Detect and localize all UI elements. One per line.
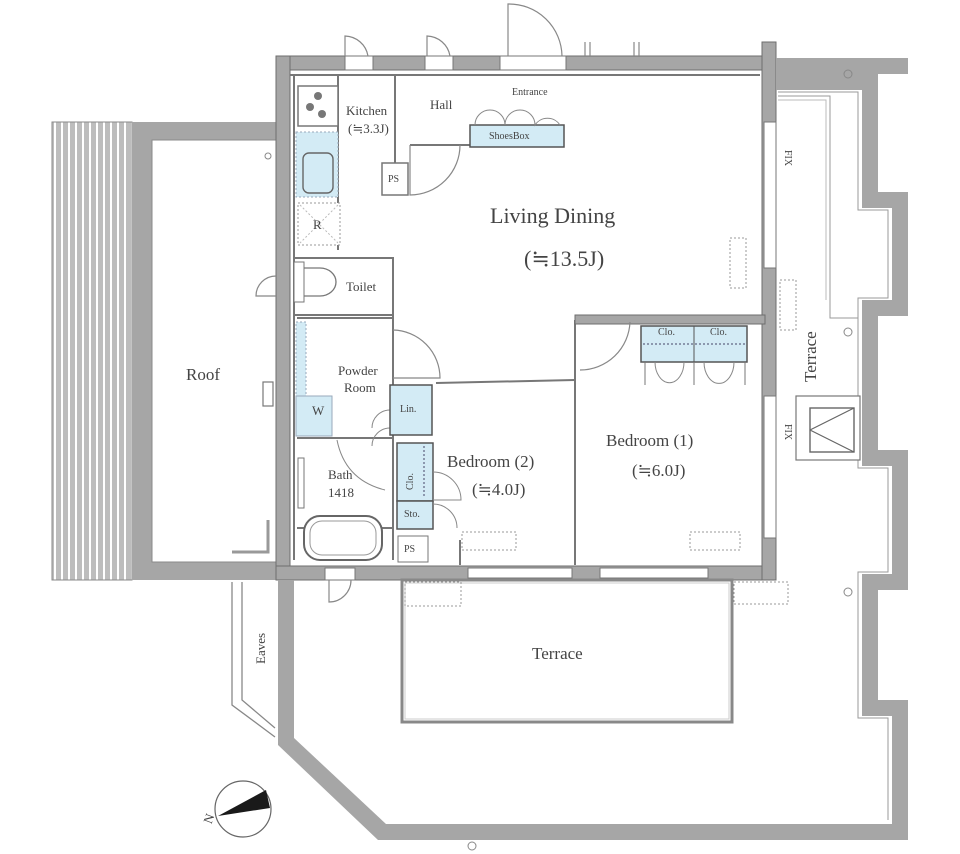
powder-room-label: Powder <box>338 363 378 378</box>
powder-room-label-2: Room <box>344 380 376 395</box>
stove-burners-icon <box>306 92 326 118</box>
roof-wall <box>132 122 282 580</box>
ps-shaft-bottom <box>397 535 429 563</box>
ps-top-label: PS <box>388 174 400 185</box>
toilet-bowl <box>304 267 337 297</box>
hall-door-swing <box>409 144 461 196</box>
bath-window-swing <box>328 579 352 603</box>
sink <box>302 152 334 194</box>
powder-door-swing <box>392 329 441 379</box>
living-dining-label: Living Dining <box>490 203 616 228</box>
bedroom2-ac <box>461 531 517 551</box>
terrace-south-label: Terrace <box>532 644 583 663</box>
south-windows <box>324 567 709 581</box>
living-dining-area: (≒13.5J) <box>524 246 605 271</box>
drain-icons <box>467 69 853 851</box>
toilet-door-swing <box>255 275 277 297</box>
shoe-box <box>469 124 565 148</box>
washer-label: W <box>312 403 325 418</box>
roof-fixture <box>262 381 274 407</box>
refrigerator-label: R <box>313 217 322 232</box>
outdoor-unit-1 <box>404 581 462 607</box>
entrance-label: Entrance <box>512 87 548 98</box>
bath-label: Bath <box>328 467 353 482</box>
east-windows <box>763 121 777 539</box>
bedroom1-north-wall <box>574 314 766 325</box>
bath-size: 1418 <box>328 485 354 500</box>
bedroom1-closet-label-a: Clo. <box>658 327 675 338</box>
refrigerator-space <box>297 202 341 246</box>
bedroom2-closet-label: Clo. <box>405 473 416 490</box>
linen-label: Lin. <box>400 404 417 415</box>
terrace-east-label: Terrace <box>801 331 820 382</box>
bedroom2-label: Bedroom (2) <box>447 452 535 471</box>
bedroom1-label: Bedroom (1) <box>606 431 694 450</box>
bedroom2-closet <box>396 442 434 502</box>
roof-label: Roof <box>186 365 220 384</box>
roof-area <box>151 139 279 563</box>
toilet-label: Toilet <box>346 279 377 294</box>
eaves-outline <box>231 582 276 738</box>
bedroom1-door-swing <box>579 321 631 371</box>
fix-window-lower-label: FIX <box>782 424 793 441</box>
outdoor-unit-3 <box>779 279 797 331</box>
ps-shaft-top <box>381 162 409 196</box>
roof-eave-stripes <box>51 121 133 581</box>
bedroom1-ac <box>689 531 741 551</box>
living-ac <box>729 237 747 289</box>
ps-bottom-label: PS <box>404 544 416 555</box>
fix-window-upper-label: FIX <box>782 150 793 167</box>
compass-icon <box>214 780 272 838</box>
top-windows <box>344 55 567 71</box>
bedroom2-storage-label: Sto. <box>404 509 420 520</box>
bedroom1-closet-label-b: Clo. <box>710 327 727 338</box>
linen-closet <box>389 384 433 436</box>
terrace-south-planter <box>400 578 734 724</box>
bedroom2-area: (≒4.0J) <box>472 480 526 499</box>
interior-walls <box>290 74 760 565</box>
bedroom2-storage <box>396 500 434 530</box>
outdoor-unit-2 <box>733 581 789 605</box>
roof-drain <box>232 520 270 554</box>
roof-drain-icon <box>264 152 272 160</box>
kitchen-label: Kitchen <box>346 103 388 118</box>
hall-label: Hall <box>430 97 453 112</box>
washer-space <box>295 395 333 437</box>
bedroom1-area: (≒6.0J) <box>632 461 686 480</box>
bathtub <box>303 515 383 561</box>
kitchen-area: (≒3.3J) <box>348 121 389 136</box>
top-door-swings <box>344 3 640 57</box>
eaves-label: Eaves <box>253 632 268 664</box>
shoe-box-label: ShoesBox <box>489 131 530 142</box>
